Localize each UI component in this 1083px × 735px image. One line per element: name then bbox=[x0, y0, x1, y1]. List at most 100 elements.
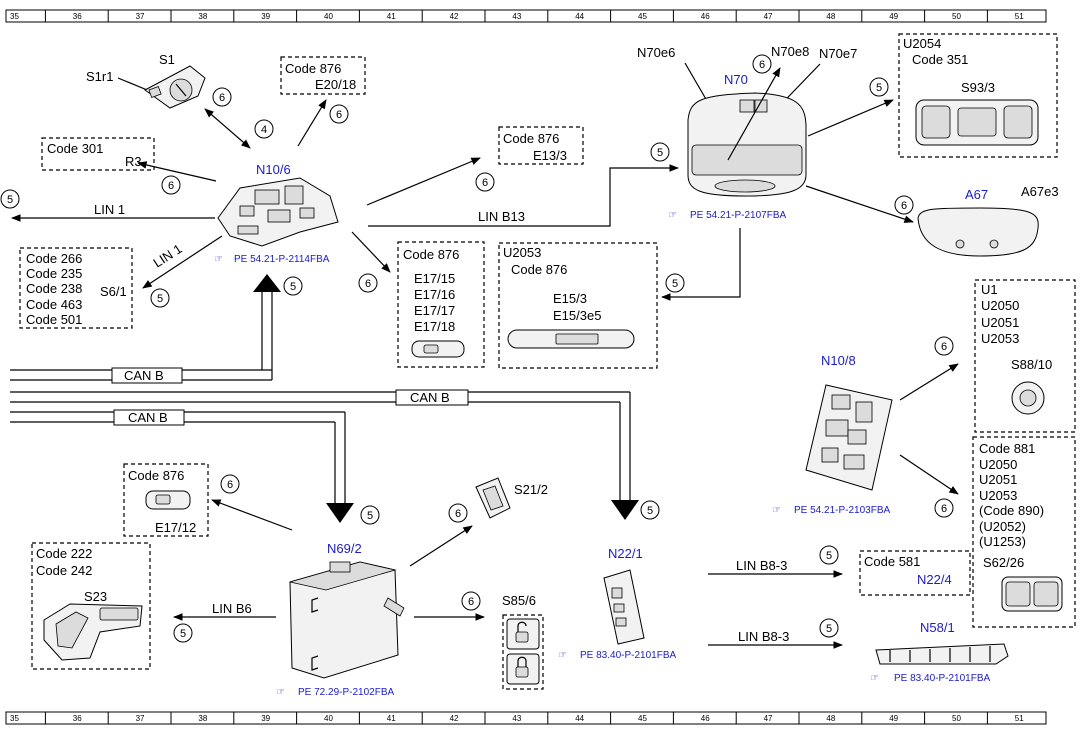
grid-column-number: 41 bbox=[387, 12, 396, 21]
grid-column-number: 35 bbox=[10, 12, 19, 21]
marker-number: 5 bbox=[180, 628, 186, 640]
svg-text:U2053: U2053 bbox=[503, 245, 541, 260]
marker-number: 6 bbox=[759, 59, 765, 71]
svg-text:Code 581: Code 581 bbox=[864, 554, 920, 569]
module-n10-6: N10/6 ☞ PE 54.21-P-2114FBA bbox=[214, 162, 339, 265]
svg-text:LIN 1: LIN 1 bbox=[94, 202, 125, 217]
grid-column-number: 51 bbox=[1015, 12, 1024, 21]
switch-s21-2: S21/2 bbox=[475, 477, 548, 519]
svg-text:E17/15: E17/15 bbox=[414, 271, 455, 286]
marker-circle bbox=[150, 288, 170, 308]
svg-text:S88/10: S88/10 bbox=[1011, 357, 1052, 372]
module-n69-2: N69/2 ☞ PE 72.29-P-2102FBA bbox=[276, 541, 405, 698]
marker-number: 5 bbox=[367, 510, 373, 522]
grid-column-number: 47 bbox=[764, 12, 773, 21]
marker-number: 6 bbox=[227, 479, 233, 491]
marker-circle bbox=[212, 87, 232, 107]
marker-number: 6 bbox=[901, 200, 907, 212]
marker-number: 5 bbox=[826, 550, 832, 562]
svg-text:A67: A67 bbox=[965, 187, 988, 202]
svg-text:U2050: U2050 bbox=[979, 457, 1017, 472]
svg-text:E17/18: E17/18 bbox=[414, 319, 455, 334]
bus-labels: LIN 1 LIN 1 LIN B13 LIN B6 LIN B8-3 LIN … bbox=[94, 202, 789, 644]
svg-text:(U1253): (U1253) bbox=[979, 534, 1026, 549]
svg-text:Code 876: Code 876 bbox=[403, 247, 459, 262]
module-a67: A67 A67e3 bbox=[917, 184, 1059, 257]
svg-text:U2051: U2051 bbox=[979, 472, 1017, 487]
grid-column-number: 40 bbox=[324, 12, 333, 21]
marker-circle bbox=[475, 172, 495, 192]
ref-icon: ☞ bbox=[668, 210, 677, 221]
svg-text:Code 501: Code 501 bbox=[26, 312, 82, 327]
svg-text:Code 351: Code 351 bbox=[912, 52, 968, 67]
svg-text:Code 235: Code 235 bbox=[26, 266, 82, 281]
marker-circle bbox=[894, 195, 914, 215]
marker-circle bbox=[650, 142, 670, 162]
svg-text:R3: R3 bbox=[125, 154, 142, 169]
svg-text:LIN B13: LIN B13 bbox=[478, 209, 525, 224]
marker-number: 5 bbox=[7, 194, 13, 206]
svg-text:PE 54.21-P-2103FBA: PE 54.21-P-2103FBA bbox=[794, 505, 890, 516]
svg-text:S85/6: S85/6 bbox=[502, 593, 536, 608]
svg-text:N70e7: N70e7 bbox=[819, 46, 857, 61]
grid-column-number: 38 bbox=[198, 12, 207, 21]
svg-text:LIN B6: LIN B6 bbox=[212, 601, 252, 616]
grid-column-number: 48 bbox=[826, 12, 835, 21]
grid-column-number: 49 bbox=[889, 714, 898, 723]
svg-text:Code 876: Code 876 bbox=[503, 131, 559, 146]
svg-text:N70e8: N70e8 bbox=[771, 44, 809, 59]
svg-text:N22/1: N22/1 bbox=[608, 546, 643, 561]
can-bus-lines bbox=[10, 274, 639, 523]
marker-number: 6 bbox=[219, 92, 225, 104]
svg-text:U2050: U2050 bbox=[981, 298, 1019, 313]
marker-number: 6 bbox=[365, 278, 371, 290]
marker-circle bbox=[819, 545, 839, 565]
grid-column-number: 40 bbox=[324, 714, 333, 723]
marker-number: 6 bbox=[941, 341, 947, 353]
marker-circle bbox=[934, 336, 954, 356]
grid-column-number: 44 bbox=[575, 714, 584, 723]
grid-column-number: 45 bbox=[638, 12, 647, 21]
svg-text:LIN B8-3: LIN B8-3 bbox=[738, 629, 789, 644]
marker-circle bbox=[752, 54, 772, 74]
box-code222-s23: Code 222 Code 242 S23 bbox=[31, 542, 151, 670]
marker-circle bbox=[448, 503, 468, 523]
marker-number: 6 bbox=[482, 177, 488, 189]
ref-icon: ☞ bbox=[870, 673, 879, 684]
grid-column-number: 39 bbox=[261, 714, 270, 723]
box-code876-e17-12: Code 876 E17/12 bbox=[123, 463, 209, 537]
svg-text:LIN 1: LIN 1 bbox=[150, 241, 184, 271]
marker-circle bbox=[329, 104, 349, 124]
svg-text:(U2052): (U2052) bbox=[979, 519, 1026, 534]
marker-number: 5 bbox=[876, 82, 882, 94]
box-u2054-s93-3: U2054 Code 351 S93/3 bbox=[898, 33, 1058, 158]
svg-text:U2054: U2054 bbox=[903, 36, 941, 51]
svg-text:S6/1: S6/1 bbox=[100, 284, 127, 299]
svg-text:Code 301: Code 301 bbox=[47, 141, 103, 156]
connection-lines bbox=[11, 99, 959, 649]
marker-circle bbox=[173, 623, 193, 643]
grid-column-number: 48 bbox=[826, 714, 835, 723]
marker-number: 5 bbox=[157, 293, 163, 305]
marker-number: 6 bbox=[941, 503, 947, 515]
svg-text:E15/3: E15/3 bbox=[553, 291, 587, 306]
marker-number: 4 bbox=[261, 124, 267, 136]
svg-text:S93/3: S93/3 bbox=[961, 80, 995, 95]
svg-text:E15/3e5: E15/3e5 bbox=[553, 308, 601, 323]
svg-text:U1: U1 bbox=[981, 282, 998, 297]
svg-text:Code 242: Code 242 bbox=[36, 563, 92, 578]
grid-column-number: 37 bbox=[136, 12, 145, 21]
svg-text:Code 876: Code 876 bbox=[128, 468, 184, 483]
grid-column-number: 37 bbox=[136, 714, 145, 723]
grid-column-number: 46 bbox=[701, 12, 710, 21]
svg-text:Code 222: Code 222 bbox=[36, 546, 92, 561]
svg-text:E17/17: E17/17 bbox=[414, 303, 455, 318]
svg-text:U2051: U2051 bbox=[981, 315, 1019, 330]
ref-icon: ☞ bbox=[558, 650, 567, 661]
can-b-label-1: CAN B bbox=[111, 367, 183, 384]
box-code876-e17: Code 876 E17/15 E17/16 E17/17 E17/18 bbox=[397, 241, 485, 368]
grid-column-number: 51 bbox=[1015, 714, 1024, 723]
svg-text:(Code 890): (Code 890) bbox=[979, 503, 1044, 518]
